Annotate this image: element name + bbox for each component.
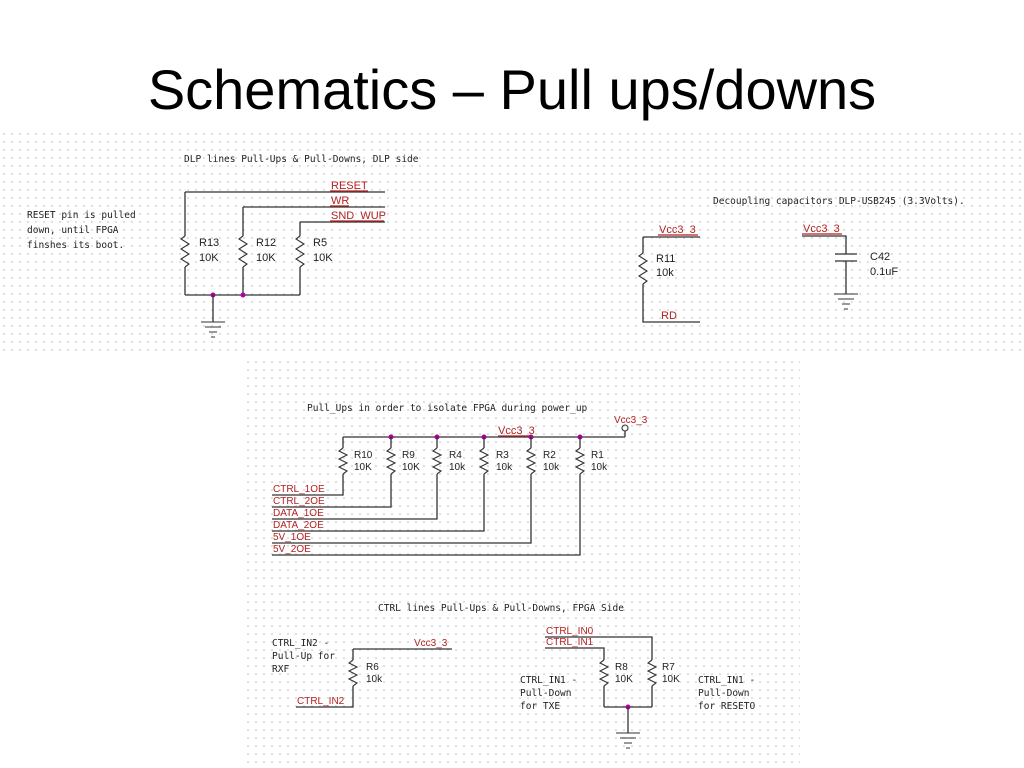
ground-icon xyxy=(201,321,225,338)
resistor-r4-icon xyxy=(431,447,443,475)
ctrl-mid-note-line-1: CTRL_IN1 - xyxy=(520,675,577,686)
net-label-ctrl-in1: CTRL_IN1 xyxy=(546,637,594,648)
r1-lead-bottom xyxy=(272,474,581,556)
resistor-r12-icon xyxy=(237,235,249,268)
r3-value: 10k xyxy=(496,462,513,473)
r11-lead-bottom xyxy=(642,284,700,323)
r11-ref: R11 xyxy=(656,253,675,265)
junction-dot xyxy=(240,292,246,298)
resistor-r11-icon xyxy=(637,252,649,285)
r7-ref: R7 xyxy=(662,662,675,673)
r9-lead-bottom xyxy=(272,474,392,508)
r9-ref: R9 xyxy=(402,450,415,461)
dlp-heading: DLP lines Pull-Ups & Pull-Downs, DLP sid… xyxy=(184,154,419,165)
c42-value: 0.1uF xyxy=(870,266,898,278)
net-label-snd-wup: SND_WUP xyxy=(331,210,386,222)
net-label-5v-1oe: 5V_1OE xyxy=(273,532,311,543)
ctrl-right-note-line-1: CTRL_IN1 - xyxy=(698,675,755,686)
r9-value: 10K xyxy=(402,462,420,473)
r3-lead-bottom xyxy=(272,474,485,532)
r12-ref: R12 xyxy=(256,237,276,249)
c42-ref: C42 xyxy=(870,251,890,263)
r11-value: 10k xyxy=(656,267,674,279)
net-label-wr: WR xyxy=(331,195,349,207)
r2-value: 10k xyxy=(543,462,560,473)
panel-ctrl: CTRL lines Pull-Ups & Pull-Downs, FPGA S… xyxy=(272,603,755,749)
r4-lead-bottom xyxy=(272,474,438,520)
ctrl-right-note-line-2: Pull-Down xyxy=(698,688,749,699)
panel-decoupling: Decoupling capacitors DLP-USB245 (3.3Vol… xyxy=(637,196,965,323)
resistor-r10-icon xyxy=(337,447,349,475)
r4-value: 10k xyxy=(449,462,466,473)
ctrl-right-note-line-3: for RESETO xyxy=(698,701,755,712)
ctrl-left-note-line-1: CTRL_IN2 - xyxy=(272,638,329,649)
ground-icon xyxy=(616,732,640,749)
r10-lead-bottom xyxy=(272,474,344,496)
r1-ref: R1 xyxy=(591,450,604,461)
r13-value: 10K xyxy=(199,252,219,264)
schematic-grid-bottom xyxy=(244,358,800,766)
r6-ref: R6 xyxy=(366,662,379,673)
r1-value: 10k xyxy=(591,462,608,473)
resistor-r1-icon xyxy=(574,447,586,475)
net-label-ctrl-1oe: CTRL_1OE xyxy=(273,484,325,495)
r2-lead-bottom xyxy=(272,474,532,544)
r11-net-top: Vcc3_3 xyxy=(659,224,696,236)
rail-label: Vcc3_3 xyxy=(498,425,535,437)
schematic-grid-top xyxy=(0,130,1024,356)
r11-net-bottom: RD xyxy=(661,310,677,322)
ctrl-in0-wire xyxy=(545,636,653,660)
capacitor-c42-icon xyxy=(835,253,857,262)
net-label-reset: RESET xyxy=(331,180,368,192)
r6-net-top: Vcc3_3 xyxy=(414,638,448,649)
fpga-pullups-heading: Pull_Ups in order to isolate FPGA during… xyxy=(307,403,588,414)
c42-net-top: Vcc3_3 xyxy=(803,223,840,235)
r5-value: 10K xyxy=(313,252,333,264)
slide-title: Schematics – Pull ups/downs xyxy=(147,58,877,121)
r10-value: 10K xyxy=(354,462,372,473)
r10-ref: R10 xyxy=(354,450,373,461)
resistor-r9-icon xyxy=(385,447,397,475)
panel-fpga-pullups: Pull_Ups in order to isolate FPGA during… xyxy=(272,403,648,556)
resistor-r8-icon xyxy=(598,659,610,687)
net-label-data-1oe: DATA_1OE xyxy=(273,508,324,519)
r4-ref: R4 xyxy=(449,450,462,461)
r7-value: 10K xyxy=(662,674,680,685)
resistor-r6-icon xyxy=(347,659,359,687)
net-label-data-2oe: DATA_2OE xyxy=(273,520,324,531)
resistor-r13-icon xyxy=(179,235,191,268)
supply-label: Vcc3_3 xyxy=(614,415,648,426)
resistor-r3-icon xyxy=(478,447,490,475)
panel-dlp: DLP lines Pull-Ups & Pull-Downs, DLP sid… xyxy=(27,154,419,338)
r8-ref: R8 xyxy=(615,662,628,673)
r12-value: 10K xyxy=(256,252,276,264)
c42-lead-top xyxy=(802,235,847,254)
resistor-r5-icon xyxy=(294,235,306,268)
ctrl-left-note-line-3: RXF xyxy=(272,664,289,675)
resistor-r7-icon xyxy=(646,659,658,687)
r13-ref: R13 xyxy=(199,237,219,249)
ctrl-mid-note-line-2: Pull-Down xyxy=(520,688,571,699)
r8-value: 10K xyxy=(615,674,633,685)
r3-ref: R3 xyxy=(496,450,509,461)
dlp-note-line-2: down, until FPGA xyxy=(27,225,119,236)
ctrl-mid-note-line-3: for TXE xyxy=(520,701,560,712)
ctrl-in1-wire xyxy=(545,647,605,660)
r5-ref: R5 xyxy=(313,237,327,249)
ctrl-heading: CTRL lines Pull-Ups & Pull-Downs, FPGA S… xyxy=(378,603,624,614)
r6-value: 10k xyxy=(366,674,383,685)
dlp-note-line-1: RESET pin is pulled xyxy=(27,210,136,221)
net-label-5v-2oe: 5V_2OE xyxy=(273,544,311,555)
net-label-ctrl-2oe: CTRL_2OE xyxy=(273,496,325,507)
net-label-ctrl-in0: CTRL_IN0 xyxy=(546,626,594,637)
resistor-r2-icon xyxy=(525,447,537,475)
ctrl-left-note-line-2: Pull-Up for xyxy=(272,651,335,662)
ground-icon xyxy=(834,293,858,310)
r6-net-bottom: CTRL_IN2 xyxy=(297,696,345,707)
r2-ref: R2 xyxy=(543,450,556,461)
dlp-note-line-3: finshes its boot. xyxy=(27,240,124,251)
decoupling-heading: Decoupling capacitors DLP-USB245 (3.3Vol… xyxy=(713,196,965,207)
r6-lead-bottom xyxy=(296,686,354,708)
